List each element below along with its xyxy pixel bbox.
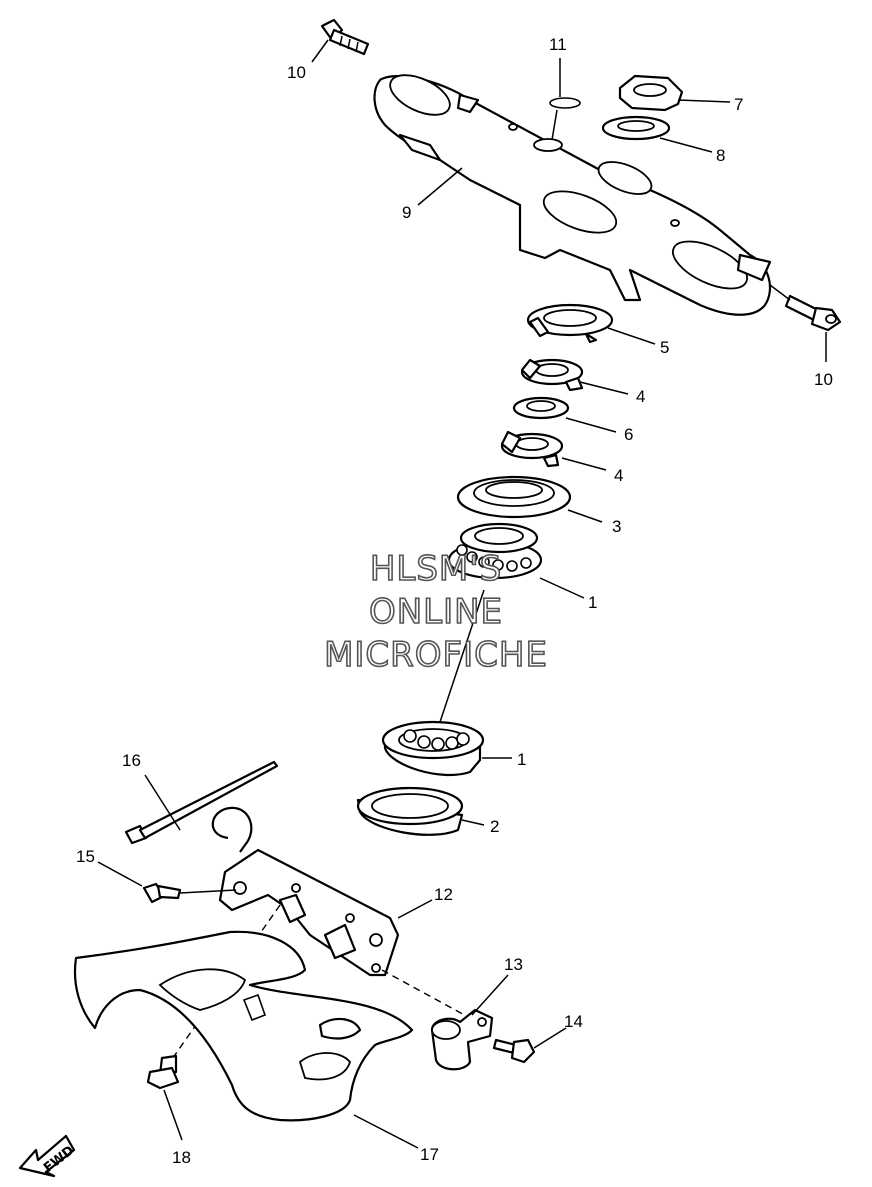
nut-7 [618, 74, 731, 112]
callout-13: 13 [504, 955, 523, 974]
callout-15: 15 [76, 847, 95, 866]
bearing-1-lower [381, 720, 512, 777]
callout-3: 3 [612, 517, 621, 536]
lock-washer-5 [526, 303, 656, 345]
callout-7: 7 [734, 95, 743, 114]
callout-12: 12 [434, 885, 453, 904]
bolt-15 [97, 861, 237, 904]
callout-6: 6 [624, 425, 633, 444]
callout-1-lower: 1 [517, 750, 526, 769]
callout-2: 2 [490, 817, 499, 836]
stem-axis-line [439, 589, 485, 723]
washer-8 [601, 115, 713, 153]
clamp-13 [430, 974, 509, 1071]
callout-14: 14 [564, 1012, 583, 1031]
callout-5: 5 [660, 338, 669, 357]
callout-17: 17 [420, 1145, 439, 1164]
callout-9: 9 [402, 203, 411, 222]
callout-4-lower: 4 [614, 466, 623, 485]
watermark-line-3: MICROFICHE [324, 635, 548, 675]
watermark: HLSM'S ONLINE MICROFICHE [323, 548, 548, 676]
bracket-12 [211, 806, 433, 977]
assembly-line-b [381, 969, 471, 1019]
callout-11: 11 [549, 35, 567, 54]
callout-1-upper: 1 [588, 593, 597, 612]
ring-nut-4-lower [500, 430, 607, 471]
bolt-14 [492, 1027, 567, 1064]
watermark-line-1: HLSM'S [370, 549, 502, 589]
callout-10-right: 10 [814, 370, 833, 389]
cover-17 [73, 930, 419, 1149]
ring-nut-4-upper [520, 358, 629, 395]
seal-3 [456, 475, 603, 523]
callout-18: 18 [172, 1148, 191, 1167]
fwd-arrow-icon: FWD [18, 1134, 77, 1178]
callout-8: 8 [716, 146, 725, 165]
assembly-line-a [169, 904, 281, 1063]
bearing-1-upper [447, 522, 585, 599]
cap-11 [549, 58, 581, 141]
bolt-10-upper [311, 18, 370, 63]
watermark-line-2: ONLINE [369, 592, 503, 632]
bolt-10-right [769, 284, 842, 362]
seal-2 [356, 786, 485, 836]
bolt-18 [146, 1054, 183, 1141]
cable-tie-16 [124, 760, 279, 845]
washer-6 [512, 396, 617, 433]
upper-bracket-9 [373, 74, 772, 316]
callout-4-upper: 4 [636, 387, 645, 406]
callout-10-upper: 10 [287, 63, 306, 82]
callout-16: 16 [122, 751, 141, 770]
